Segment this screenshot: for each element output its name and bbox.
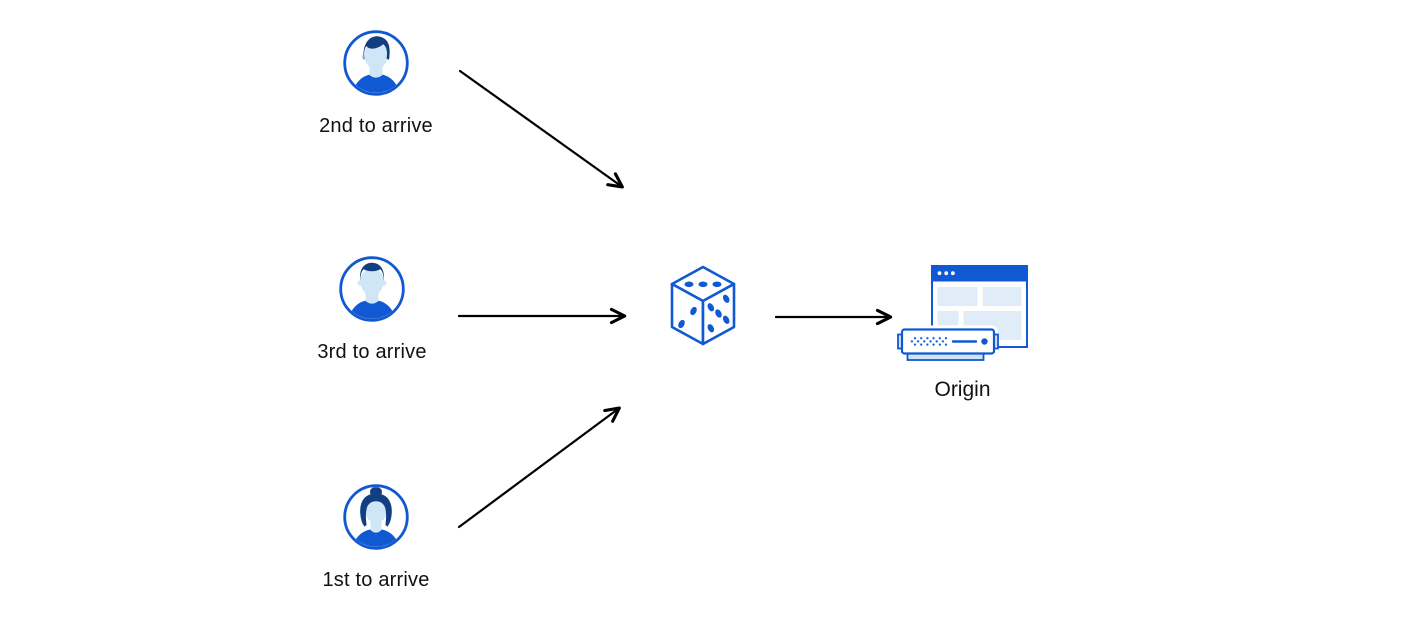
- node-label-user-third: 3rd to arrive: [317, 341, 427, 363]
- arrow-user-first-to-dice: [457, 406, 621, 529]
- user-avatar-icon: [343, 30, 409, 96]
- origin-server-icon: [897, 265, 1028, 361]
- node-user-first: 1st to arrive: [296, 484, 456, 591]
- browser-window-icon: [931, 265, 1028, 348]
- user-avatar-icon: [339, 256, 405, 322]
- server-icon: [897, 325, 999, 361]
- node-user-third: 3rd to arrive: [292, 256, 452, 363]
- user-avatar-icon: [343, 484, 409, 550]
- dice-icon: [670, 265, 736, 346]
- node-user-second: 2nd to arrive: [296, 30, 456, 137]
- node-label-user-first: 1st to arrive: [322, 569, 430, 591]
- node-label-user-second: 2nd to arrive: [319, 115, 433, 137]
- node-label-origin: Origin: [934, 378, 991, 401]
- arrow-user-second-to-dice: [458, 69, 624, 189]
